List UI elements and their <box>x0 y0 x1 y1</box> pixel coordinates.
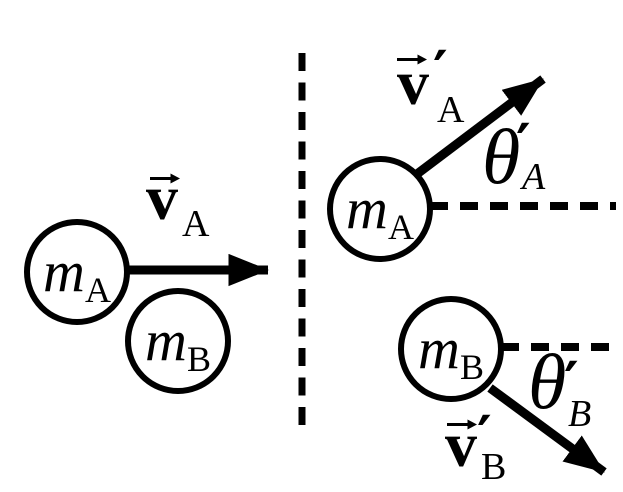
mass-b-before-circle <box>125 288 231 394</box>
mass-b-after-subscript: B <box>459 347 484 387</box>
velocity-a-prime-label: v ′ A <box>397 44 472 131</box>
mass-a-before-circle <box>24 219 130 325</box>
velocity-b-prime-arrow <box>487 384 607 476</box>
angle-b-prime-symbol: θ <box>528 338 567 425</box>
velocity-a-prime-arrow <box>414 75 546 178</box>
mass-a-after-circle <box>327 156 433 262</box>
angle-b-prime-label: θ ′ B <box>528 338 598 435</box>
velocity-b-prime-mark: ′ <box>477 404 492 470</box>
mass-b-before-subscript: B <box>186 339 211 379</box>
velocity-a-prime-symbol: v <box>397 47 429 118</box>
velocity-a-subscript: A <box>182 203 210 245</box>
mass-b-before-symbol: m <box>145 308 187 373</box>
vector-arrow-icon <box>447 418 477 431</box>
velocity-b-prime-subscript: B <box>481 446 507 488</box>
velocity-a-symbol: v <box>146 162 178 233</box>
vector-arrow-icon <box>150 172 180 185</box>
angle-a-prime-symbol: θ <box>482 113 521 200</box>
mass-a-after-symbol: m <box>346 176 388 241</box>
angle-b-prime-mark: ′ <box>564 350 579 416</box>
velocity-a-label: v A <box>146 166 216 245</box>
mass-b-after-circle <box>398 296 504 402</box>
vector-arrow-icon <box>397 53 427 66</box>
velocity-b-prime-label: v ′ B <box>445 409 520 492</box>
velocity-a-prime-subscript: A <box>437 89 465 131</box>
angle-b-prime-subscript: B <box>568 393 592 435</box>
angle-a-prime-subscript: A <box>522 156 546 198</box>
angle-a-prime-label: θ ′ A <box>480 112 550 200</box>
mass-a-before-symbol: m <box>43 239 85 304</box>
mass-b-after-symbol: m <box>418 316 460 381</box>
velocity-b-prime-symbol: v <box>445 409 477 480</box>
mass-a-after-subscript: A <box>387 207 414 247</box>
angle-a-prime-mark: ′ <box>516 112 531 178</box>
mass-a-before-subscript: A <box>84 270 111 310</box>
velocity-a-prime-mark: ′ <box>433 39 448 105</box>
